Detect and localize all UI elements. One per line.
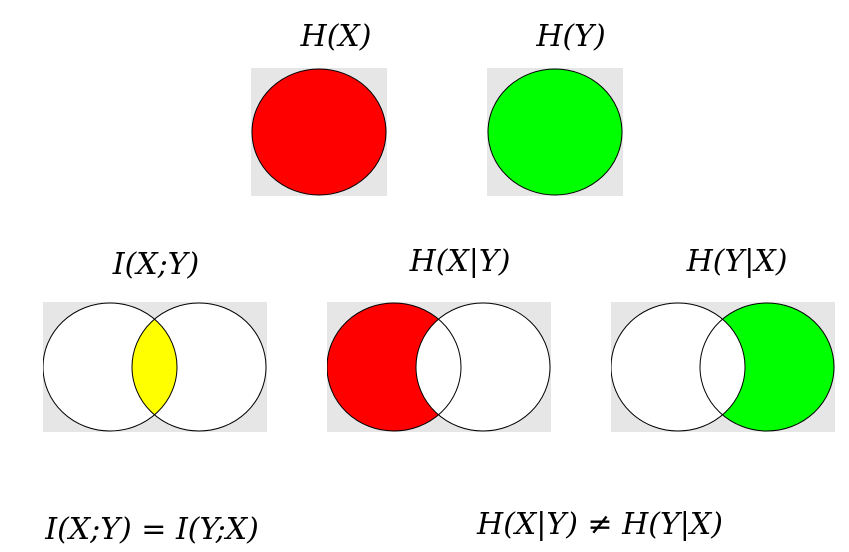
hy-given-x-label: H(Y|X) [686,244,788,279]
hy-circle [487,68,623,196]
ixy-panel [43,302,267,432]
y-circle-outline [131,302,267,432]
hx-panel [251,68,387,196]
x-circle-outline [327,302,462,432]
hx-given-y-panel [327,302,551,432]
hx-label: H(X) [300,19,372,54]
hy-panel [487,68,623,196]
y-circle-outline [699,302,835,432]
intersection-region [132,303,177,431]
hx-circle [251,68,387,196]
x-circle-outline [611,302,746,432]
hy-given-x-panel [611,302,835,432]
ixy-label: I(X;Y) [112,247,200,282]
y-circle [416,303,550,431]
symmetry-equation: I(X;Y) = I(Y;X) [45,512,259,547]
x-circle-outline [43,302,178,432]
x-circle [611,303,745,431]
y-circle-outline [415,302,551,432]
asymmetry-equation: H(X|Y) ≠ H(Y|X) [477,507,723,542]
hx-given-y-label: H(X|Y) [409,244,511,279]
hy-label: H(Y) [536,19,606,54]
